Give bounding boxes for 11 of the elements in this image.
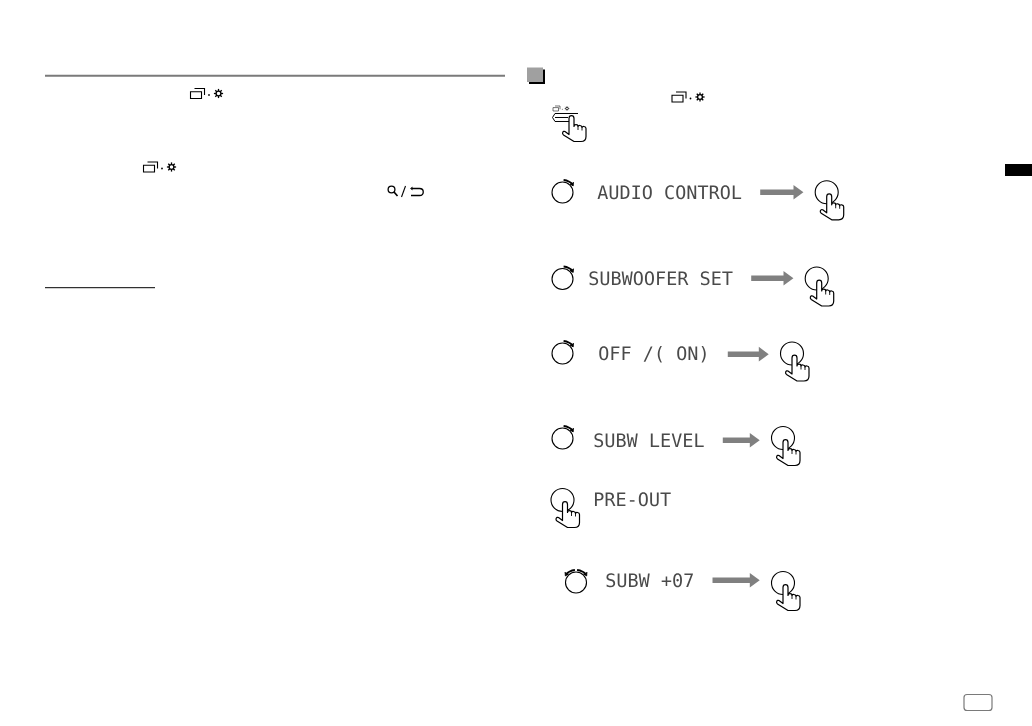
press-icon [770, 425, 801, 467]
display-text: SUBW +07 [606, 573, 693, 588]
display-text: SUBWOOFER SET [589, 271, 733, 286]
display-text: SUBW LEVEL [594, 433, 704, 448]
press-icon [770, 570, 801, 612]
display-text: PRE-OUT [595, 492, 671, 507]
press-icon [804, 266, 835, 307]
press-icon [779, 341, 810, 382]
display-text: AUDIO CONTROL [597, 185, 742, 200]
press-icon [814, 180, 845, 221]
display-text: OFF /( ON) [599, 345, 706, 363]
